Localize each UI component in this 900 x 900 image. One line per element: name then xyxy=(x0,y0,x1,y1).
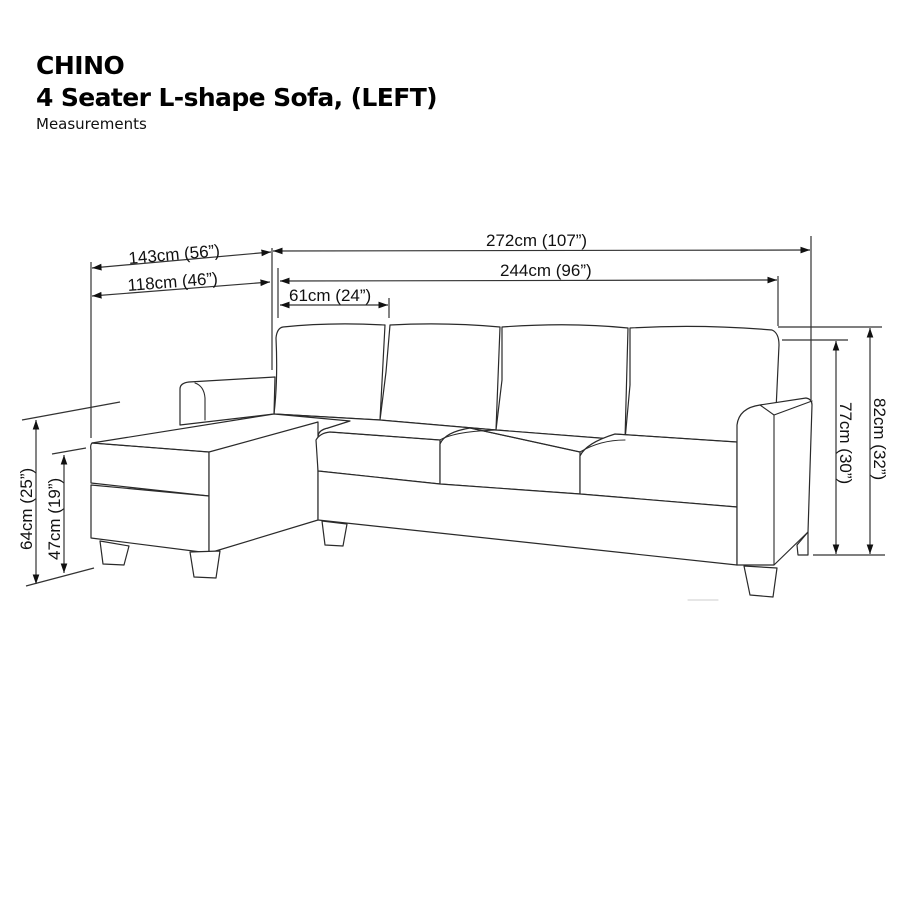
dim-seat-width: 244cm (96”) xyxy=(500,261,592,280)
dim-back-height: 77cm (30”) xyxy=(836,402,855,484)
right-arm xyxy=(736,397,813,566)
dim-seat-cushion-width: 61cm (24”) xyxy=(289,286,371,305)
chaise xyxy=(90,413,351,579)
sofa-drawing xyxy=(90,323,813,601)
dim-chaise-seat-length: 118cm (46”) xyxy=(127,269,219,295)
back-cushion-3 xyxy=(495,324,629,441)
back-cushions xyxy=(273,323,780,449)
caption: Measurements xyxy=(36,115,147,133)
dim-chaise-overall-length: 143cm (56”) xyxy=(128,241,221,268)
header: CHINO 4 Seater L-shape Sofa, (LEFT) Meas… xyxy=(36,50,438,134)
chaise-leg-1 xyxy=(99,540,130,566)
chaise-cushion-front xyxy=(90,442,210,497)
chaise-leg-2 xyxy=(189,550,221,579)
seat-cushions xyxy=(315,427,738,508)
back-cushion-2 xyxy=(379,323,501,431)
dimension-lines xyxy=(21,236,885,587)
product-name: CHINO xyxy=(36,51,125,80)
product-type: 4 Seater L-shape Sofa, (LEFT) xyxy=(36,83,438,112)
dim-overall-width: 272cm (107”) xyxy=(486,231,587,250)
main-leg-3 xyxy=(796,531,809,556)
left-arm xyxy=(179,376,276,426)
main-leg-1 xyxy=(321,520,348,547)
dim-seat-height: 47cm (19”) xyxy=(45,478,64,560)
main-leg-2 xyxy=(743,565,778,598)
dim-chaise-height: 64cm (25”) xyxy=(17,468,36,550)
back-cushion-1 xyxy=(273,323,386,421)
dim-overall-height: 82cm (32”) xyxy=(870,398,889,480)
